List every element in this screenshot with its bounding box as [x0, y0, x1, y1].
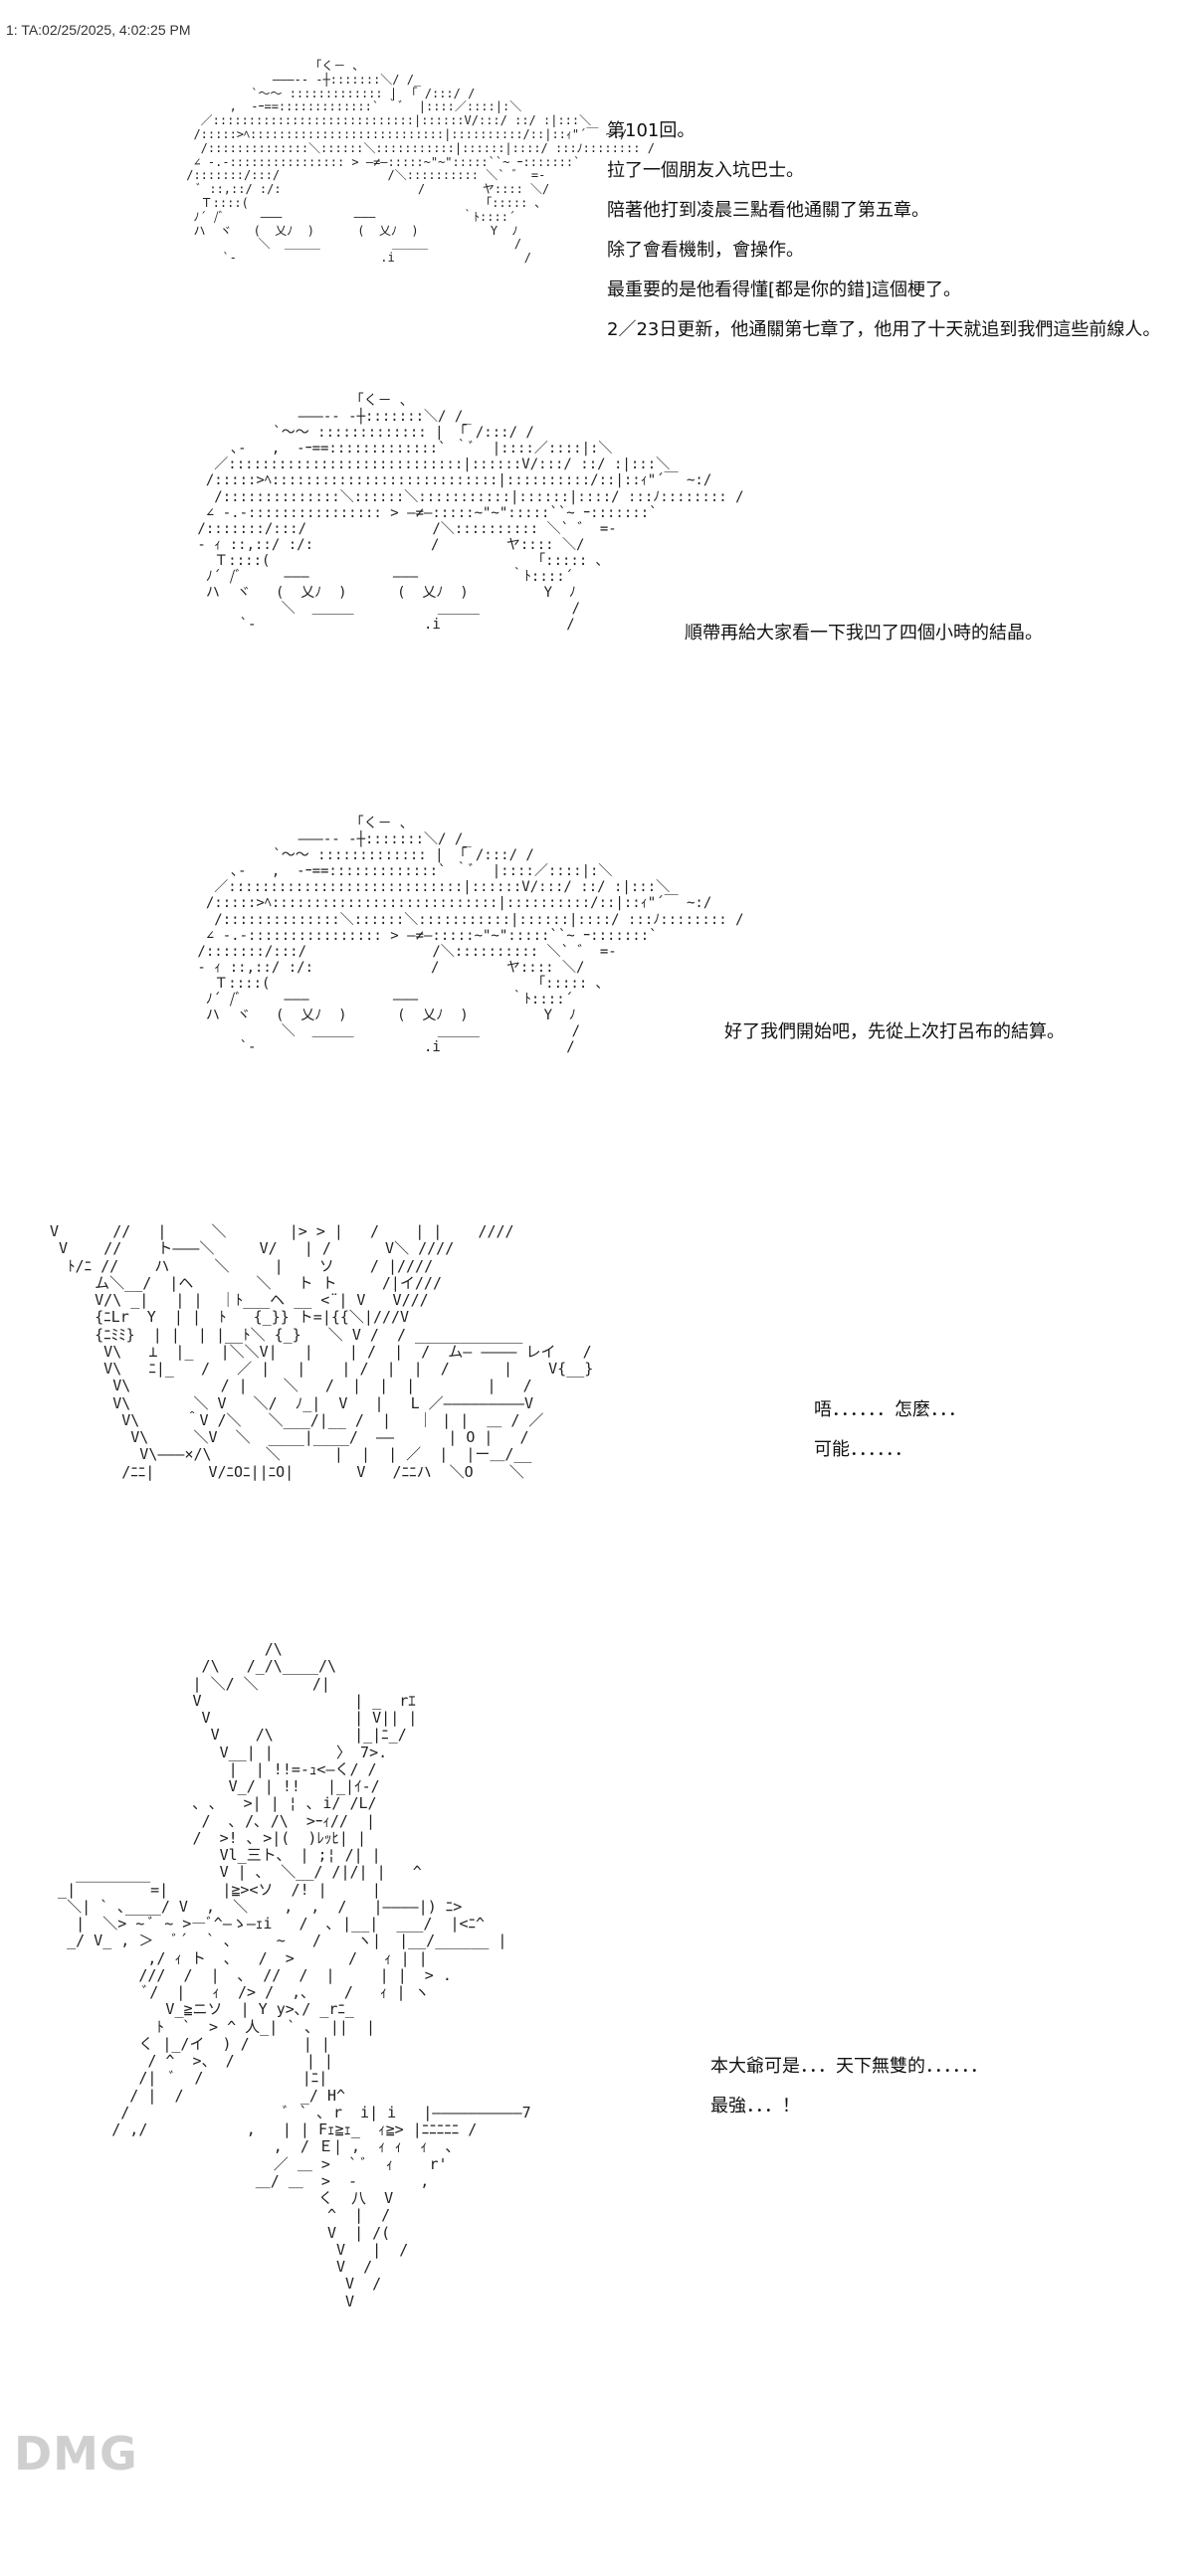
caption-line: 唔．．．．．．怎麼．．． [814, 1399, 966, 1420]
panel-4: V // | ＼ |> > | / | | //// V // ト―――＼ V/… [0, 1222, 1194, 1621]
caption-panel-1: 第101回。 拉了一個朋友入坑巴士。 陪著他打到凌晨三點看他通關了第五章。 除了… [607, 111, 1160, 350]
ascii-art-figure-1: V // | ＼ |> > | / | | //// V // ト―――＼ V/… [50, 1222, 594, 1481]
caption-line: 拉了一個朋友入坑巴士。 [607, 160, 804, 181]
ascii-art-face-1: ｢く－ ､ ―――-- -┼:::::::＼/ /_ `～～ :::::::::… [186, 59, 655, 266]
caption-line: 最重要的是他看得懂[都是你的錯]這個梗了。 [607, 279, 962, 300]
timestamp-header: 1: TA:02/25/2025, 4:02:25 PM [6, 22, 191, 38]
ascii-art-face-2: ｢く－ ､ ―――-- -┼:::::::＼/ /_ `～～ :::::::::… [197, 393, 744, 634]
caption-panel-4: 唔．．．．．．怎麼．．． 可能．．．．．． [814, 1390, 966, 1470]
caption-line: 順帶再給大家看一下我凹了四個小時的結晶。 [685, 623, 1043, 644]
caption-line: 本大爺可是．．．天下無雙的．．．．．． [710, 2056, 988, 2077]
caption-line: 2／23日更新，他通關第七章了，他用了十天就追到我們這些前線人。 [607, 319, 1161, 340]
caption-line: 第101回。 [607, 120, 696, 141]
caption-line: 可能．．．．．． [814, 1439, 912, 1460]
caption-line: 好了我們開始吧，先從上次打呂布的結算。 [724, 1021, 1065, 1042]
dmg-watermark-logo: DMG [14, 2427, 138, 2481]
caption-line: 除了會看機制，會操作。 [607, 240, 804, 261]
panel-1: ｢く－ ､ ―――-- -┼:::::::＼/ /_ `～～ :::::::::… [0, 59, 1194, 378]
panel-2: ｢く－ ､ ―――-- -┼:::::::＼/ /_ `～～ :::::::::… [0, 393, 1194, 811]
caption-line: 最強．．．！ [710, 2096, 800, 2116]
caption-panel-3: 好了我們開始吧，先從上次打呂布的結算。 [724, 1012, 1065, 1052]
caption-panel-2: 順帶再給大家看一下我凹了四個小時的結晶。 [685, 614, 1043, 653]
panel-5: /\ /\ /_/\____/\ | ＼/ ＼ /| V | _ rｴ V | … [0, 1640, 1194, 2576]
ascii-art-face-3: ｢く－ ､ ―――-- -┼:::::::＼/ /_ `～～ :::::::::… [197, 816, 744, 1056]
caption-line: 陪著他打到凌晨三點看他通關了第五章。 [607, 200, 929, 221]
ascii-art-figure-2: /\ /\ /_/\____/\ | ＼/ ＼ /| V | _ rｴ V | … [58, 1640, 531, 2310]
panel-3: ｢く－ ､ ―――-- -┼:::::::＼/ /_ `～～ :::::::::… [0, 816, 1194, 1213]
caption-panel-5: 本大爺可是．．．天下無雙的．．．．．． 最強．．．！ [710, 2047, 988, 2126]
